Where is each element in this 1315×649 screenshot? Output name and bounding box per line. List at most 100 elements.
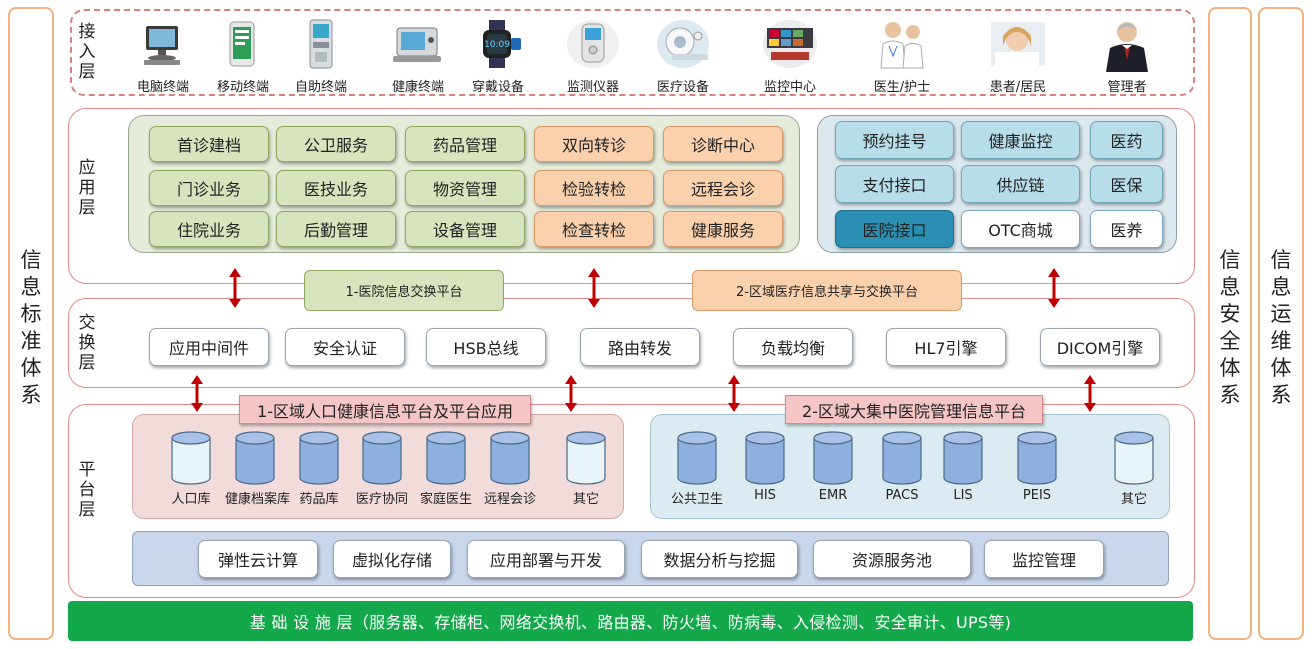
- terminal-label: 管理者: [1107, 80, 1147, 95]
- database-item: 人口库: [161, 430, 221, 507]
- database-label: LIS: [953, 488, 973, 503]
- exchange-component[interactable]: 负载均衡: [733, 328, 853, 366]
- platform-service-button[interactable]: 资源服务池: [813, 540, 971, 578]
- database-icon: [225, 430, 285, 486]
- database-icon: [556, 430, 616, 486]
- app-module-button[interactable]: 诊断中心: [663, 126, 783, 162]
- app-service-button[interactable]: 支付接口: [835, 165, 954, 203]
- exchange-component[interactable]: HL7引擎: [886, 328, 1006, 366]
- database-label: HIS: [754, 488, 776, 503]
- database-label: 其它: [572, 492, 599, 507]
- exchange-component[interactable]: HSB总线: [426, 328, 546, 366]
- terminal-label: 监测仪器: [566, 80, 619, 95]
- exchange-component[interactable]: 应用中间件: [149, 328, 269, 366]
- database-item: 其它: [556, 430, 616, 507]
- bidirectional-arrow-icon: [727, 375, 741, 412]
- database-item: PEIS: [1007, 430, 1067, 503]
- health-terminal-icon: [389, 16, 447, 72]
- database-item: 其它: [1104, 430, 1164, 507]
- platform-service-button[interactable]: 虚拟化存储: [333, 540, 451, 578]
- info-standard-system-title: 信息标准体系: [10, 247, 52, 409]
- app-service-button[interactable]: 供应链: [961, 165, 1080, 203]
- app-module-button[interactable]: 设备管理: [405, 211, 525, 247]
- bidirectional-arrow-icon: [190, 375, 204, 412]
- platform-service-button[interactable]: 监控管理: [984, 540, 1104, 578]
- database-icon: [667, 430, 727, 486]
- app-service-button[interactable]: 医养: [1090, 210, 1163, 248]
- database-icon: [803, 430, 863, 486]
- database-label: 家庭医生: [419, 492, 472, 507]
- monitor-device-icon: [564, 16, 622, 72]
- database-icon: [480, 430, 540, 486]
- app-service-button[interactable]: 预约挂号: [835, 121, 954, 159]
- app-module-button[interactable]: 门诊业务: [149, 170, 269, 206]
- database-item: EMR: [803, 430, 863, 503]
- database-item: 健康档案库: [225, 430, 290, 507]
- database-item: LIS: [933, 430, 993, 503]
- app-module-button[interactable]: 公卫服务: [276, 126, 396, 162]
- platform-service-button[interactable]: 数据分析与挖掘: [641, 540, 798, 578]
- app-module-button[interactable]: 医技业务: [276, 170, 396, 206]
- exchange-component[interactable]: 安全认证: [285, 328, 405, 366]
- app-service-button[interactable]: OTC商城: [961, 210, 1080, 248]
- database-label: PACS: [885, 488, 919, 503]
- terminal-label: 电脑终端: [136, 80, 189, 95]
- app-module-button[interactable]: 检查转检: [534, 211, 654, 247]
- app-module-button[interactable]: 检验转检: [534, 170, 654, 206]
- app-module-button[interactable]: 住院业务: [149, 211, 269, 247]
- regional-hospital-platform-title: 2-区域大集中医院管理信息平台: [785, 395, 1043, 424]
- regional-exchange-platform: 2-区域医疗信息共享与交换平台: [692, 270, 962, 311]
- app-module-button[interactable]: 远程会诊: [663, 170, 783, 206]
- database-item: 医疗协同: [352, 430, 412, 507]
- database-icon: [735, 430, 795, 486]
- terminal-label: 监控中心: [763, 80, 816, 95]
- exchange-component[interactable]: DICOM引擎: [1040, 328, 1160, 366]
- bidirectional-arrow-icon: [564, 375, 578, 412]
- database-label: 药品库: [299, 492, 339, 507]
- terminal-item: 10:09 穿戴设备: [458, 16, 538, 95]
- database-item: 家庭医生: [416, 430, 476, 507]
- app-service-button[interactable]: 医保: [1090, 165, 1163, 203]
- terminal-item: 健康终端: [378, 16, 458, 95]
- app-module-button[interactable]: 药品管理: [405, 126, 525, 162]
- doctor-nurse-icon: [873, 16, 931, 72]
- kiosk-icon: [292, 16, 350, 72]
- database-icon: [872, 430, 932, 486]
- app-module-button[interactable]: 双向转诊: [534, 126, 654, 162]
- app-module-button[interactable]: 健康服务: [663, 211, 783, 247]
- terminal-label: 医生/护士: [873, 80, 931, 95]
- database-icon: [416, 430, 476, 486]
- regional-health-platform-title: 1-区域人口健康信息平台及平台应用: [239, 395, 531, 424]
- database-item: 远程会诊: [480, 430, 540, 507]
- terminal-label: 医疗设备: [656, 80, 709, 95]
- info-ops-system-title: 信息运维体系: [1270, 248, 1292, 407]
- database-label: 人口库: [171, 492, 211, 507]
- app-service-button[interactable]: 健康监控: [961, 121, 1080, 159]
- database-item: 药品库: [289, 430, 349, 507]
- terminal-item: 医生/护士: [862, 16, 942, 95]
- app-service-button[interactable]: 医药: [1090, 121, 1163, 159]
- terminal-item: 管理者: [1087, 16, 1167, 95]
- database-item: HIS: [735, 430, 795, 503]
- terminal-label: 患者/居民: [989, 80, 1047, 95]
- database-icon: [289, 430, 349, 486]
- smartwatch-icon: 10:09: [469, 16, 527, 72]
- database-icon: [1007, 430, 1067, 486]
- database-label: 公共卫生: [670, 492, 723, 507]
- app-module-button[interactable]: 物资管理: [405, 170, 525, 206]
- terminal-item: 自助终端: [281, 16, 361, 95]
- terminal-label: 穿戴设备: [471, 80, 524, 95]
- app-service-button[interactable]: 医院接口: [835, 210, 954, 248]
- access-layer-label: 接入层: [78, 22, 96, 82]
- app-module-button[interactable]: 后勤管理: [276, 211, 396, 247]
- platform-layer-label: 平台层: [78, 460, 96, 520]
- platform-service-button[interactable]: 应用部署与开发: [467, 540, 625, 578]
- terminal-item: 电脑终端: [123, 16, 203, 95]
- medical-scanner-icon: [654, 16, 712, 72]
- manager-icon: [1098, 16, 1156, 72]
- platform-service-button[interactable]: 弹性云计算: [198, 540, 318, 578]
- patient-icon: [989, 16, 1047, 72]
- terminal-item: 医疗设备: [643, 16, 723, 95]
- app-module-button[interactable]: 首诊建档: [149, 126, 269, 162]
- exchange-component[interactable]: 路由转发: [580, 328, 700, 366]
